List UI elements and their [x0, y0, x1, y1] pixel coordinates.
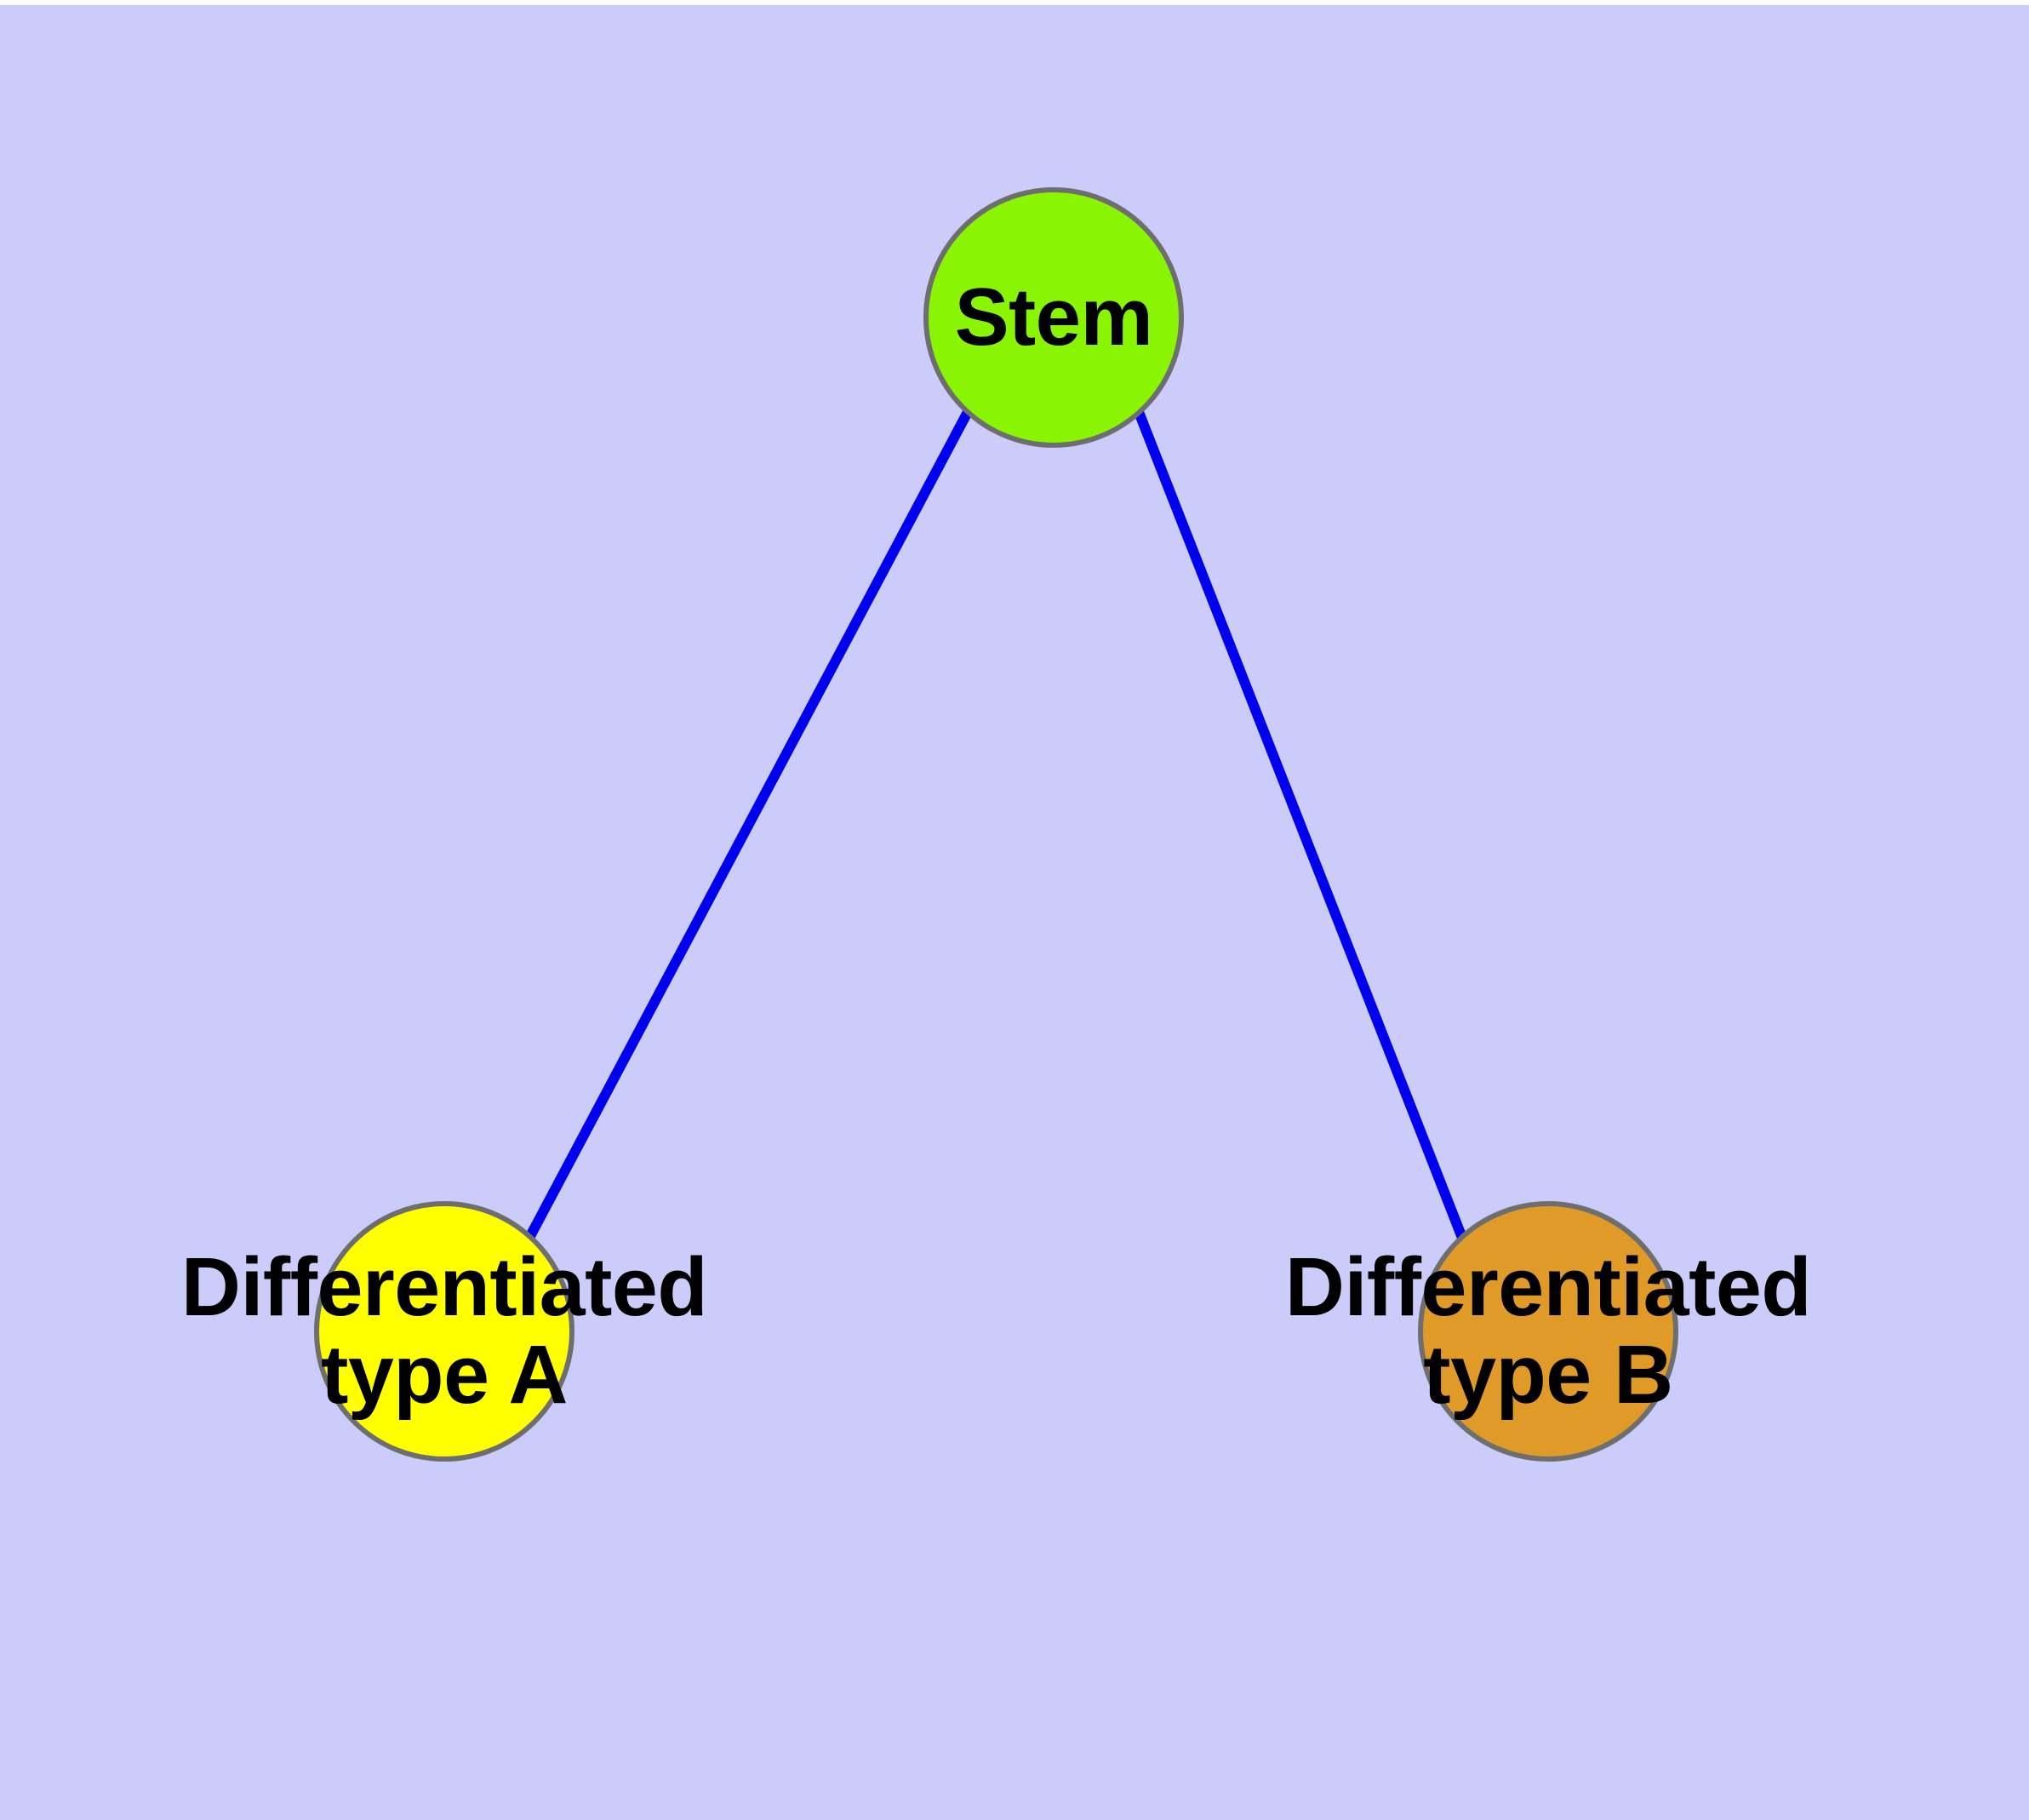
graph-svg [314, 187, 1678, 1462]
edge-stem-to-diff-b[interactable] [1134, 409, 1467, 1240]
node-layer [314, 187, 1678, 1462]
node-differentiated-type-a-circle[interactable] [314, 1201, 574, 1462]
node-stem-circle[interactable] [923, 187, 1184, 448]
diagram-canvas: Stem Differentiated type A Differentiate… [0, 5, 2029, 1820]
edge-stem-to-diff-a[interactable] [524, 409, 973, 1240]
node-differentiated-type-b-circle[interactable] [1418, 1201, 1678, 1462]
edge-layer [524, 409, 1467, 1240]
